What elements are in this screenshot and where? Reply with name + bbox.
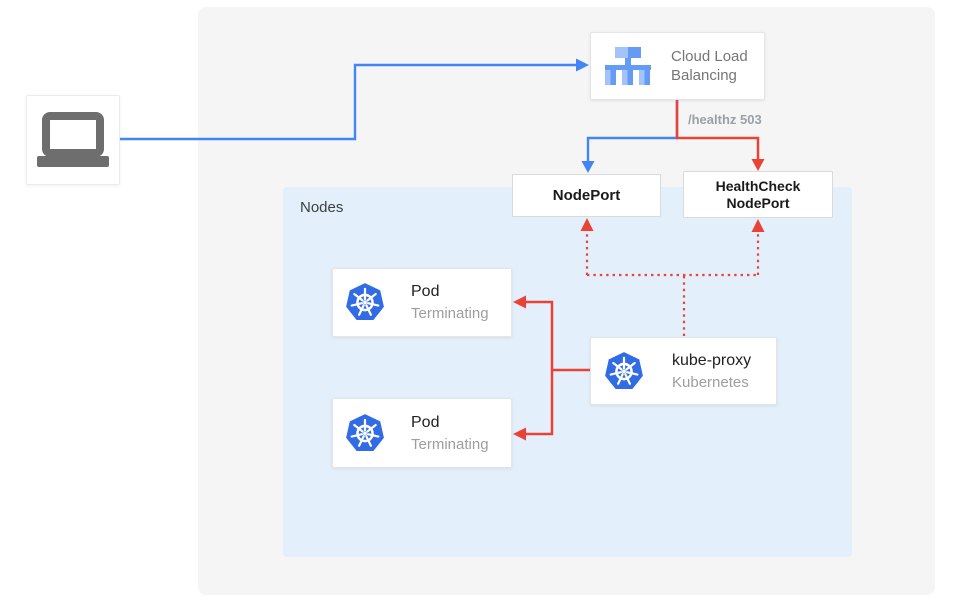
nodeport-node: NodePort <box>512 174 661 217</box>
pod-node-1: Pod Terminating <box>332 268 512 337</box>
healthz-status-label: /healthz 503 <box>688 112 762 127</box>
pod-status: Terminating <box>411 305 489 322</box>
pod-node-2: Pod Terminating <box>332 398 512 468</box>
kube-proxy-node: kube-proxy Kubernetes <box>590 337 777 405</box>
kubernetes-wheel-icon <box>346 413 384 451</box>
healthcheck-nodeport-node: HealthCheck NodePort <box>683 171 833 218</box>
kube-proxy-subtitle: Kubernetes <box>672 373 749 391</box>
cloud-load-balancing-node: Cloud Load Balancing <box>590 32 765 100</box>
load-balancer-icon <box>605 47 651 85</box>
nodes-label: Nodes <box>300 199 344 216</box>
client-node <box>26 95 120 185</box>
pod-title: Pod <box>411 413 440 431</box>
kubernetes-wheel-icon <box>605 351 643 389</box>
laptop-icon <box>37 112 109 167</box>
kube-proxy-title: kube-proxy <box>672 351 752 369</box>
healthcheck-nodeport-label: HealthCheck NodePort <box>715 177 801 211</box>
pod-title: Pod <box>411 283 440 300</box>
cloud-load-balancing-label: Cloud Load Balancing <box>671 48 748 84</box>
nodeport-label: NodePort <box>552 187 621 204</box>
kubernetes-wheel-icon <box>346 283 384 321</box>
pod-status: Terminating <box>411 435 489 453</box>
